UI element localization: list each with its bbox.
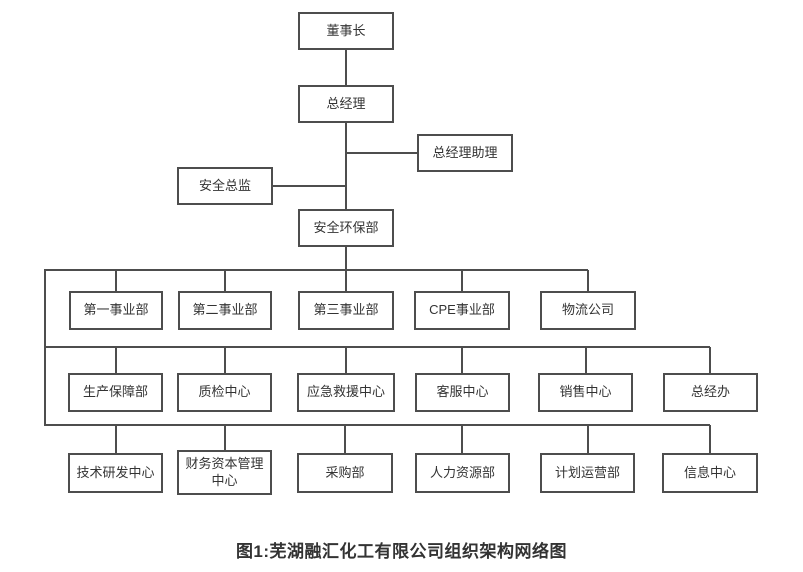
node-general-manager: 总经理	[298, 85, 394, 123]
node-gm-assistant: 总经理助理	[417, 134, 513, 172]
node-gm-office: 总经办	[663, 373, 758, 412]
node-information-center: 信息中心	[662, 453, 758, 493]
node-production-support: 生产保障部	[68, 373, 163, 412]
node-planning-operations-dept: 计划运营部	[540, 453, 635, 493]
node-emergency-rescue-center: 应急救援中心	[297, 373, 395, 412]
node-quality-inspection-center: 质检中心	[177, 373, 272, 412]
node-chairman: 董事长	[298, 12, 394, 50]
figure-caption: 图1:芜湖融汇化工有限公司组织架构网络图	[235, 542, 568, 561]
node-division-2: 第二事业部	[178, 291, 272, 330]
node-finance-capital-center: 财务资本管理中心	[177, 450, 272, 495]
node-division-3: 第三事业部	[298, 291, 394, 330]
node-sales-center: 销售中心	[538, 373, 633, 412]
node-cpe-division: CPE事业部	[414, 291, 510, 330]
node-procurement-dept: 采购部	[297, 453, 393, 493]
node-tech-rd-center: 技术研发中心	[68, 453, 163, 493]
node-safety-env-dept: 安全环保部	[298, 209, 394, 247]
node-hr-dept: 人力资源部	[415, 453, 510, 493]
node-safety-director: 安全总监	[177, 167, 273, 205]
node-customer-service-center: 客服中心	[415, 373, 510, 412]
node-logistics-company: 物流公司	[540, 291, 636, 330]
node-division-1: 第一事业部	[69, 291, 163, 330]
